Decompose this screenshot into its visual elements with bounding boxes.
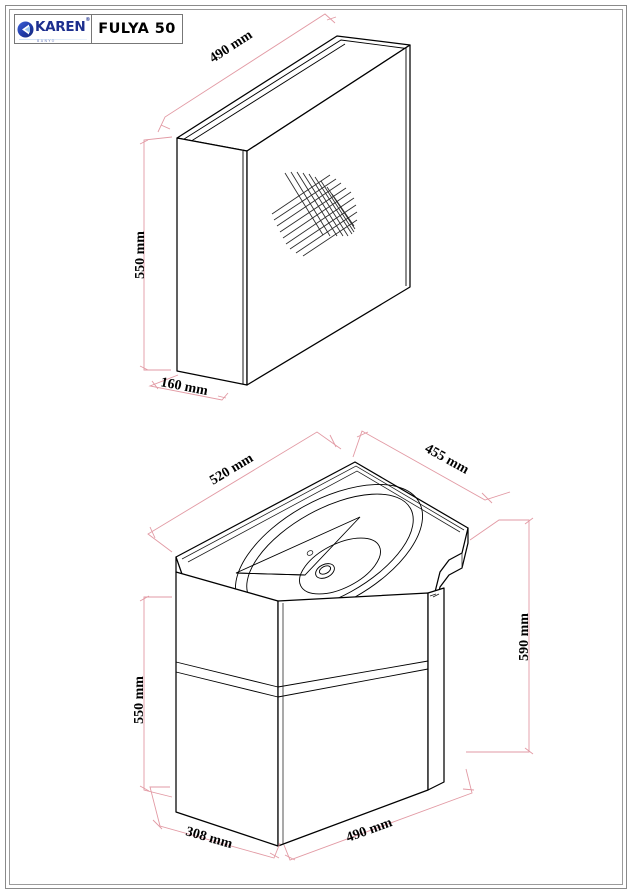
dimension-label-upper-width: 490 mm (207, 28, 256, 67)
dimension-overall-height: 590 mm (466, 517, 534, 755)
brand-name-text: KAREN (35, 19, 86, 36)
lower-vanity-view: 520 mm 455 mm 550 mm 590 mm (132, 430, 534, 861)
brand-tagline: BANYO (37, 39, 56, 43)
registered-mark: ® (85, 16, 91, 23)
dimension-label-counter-left-depth: 520 mm (207, 451, 256, 489)
model-name-cell: FULYA 50 (91, 14, 183, 44)
dimension-label-upper-depth: 160 mm (159, 375, 209, 399)
karen-arrow-logo-icon (17, 21, 34, 38)
vanity-cabinet-body (175, 571, 445, 847)
brand-logo-cell: KAREN® BANYO (14, 14, 92, 44)
dimension-label-upper-height: 550 mm (133, 231, 148, 279)
mesh-motif-icon (271, 171, 358, 257)
logo-underbar (19, 38, 87, 40)
title-block: KAREN® BANYO FULYA 50 (14, 14, 183, 44)
brand-wordmark: KAREN® (35, 17, 90, 36)
dimension-upper-height: 550 mm (133, 136, 173, 371)
upper-cabinet-door-face (176, 137, 248, 386)
dimension-label-cabinet-left-height: 550 mm (132, 676, 147, 724)
upper-cabinet-view: 490 mm 550 mm 160 mm (133, 13, 411, 401)
dimension-label-cabinet-width: 490 mm (344, 815, 394, 846)
dimension-label-overall-height: 590 mm (517, 613, 532, 661)
dimension-label-counter-right-width: 455 mm (422, 441, 471, 477)
brand-logo: KAREN® BANYO (17, 17, 90, 43)
dimension-cabinet-left-height: 550 mm (132, 595, 173, 798)
